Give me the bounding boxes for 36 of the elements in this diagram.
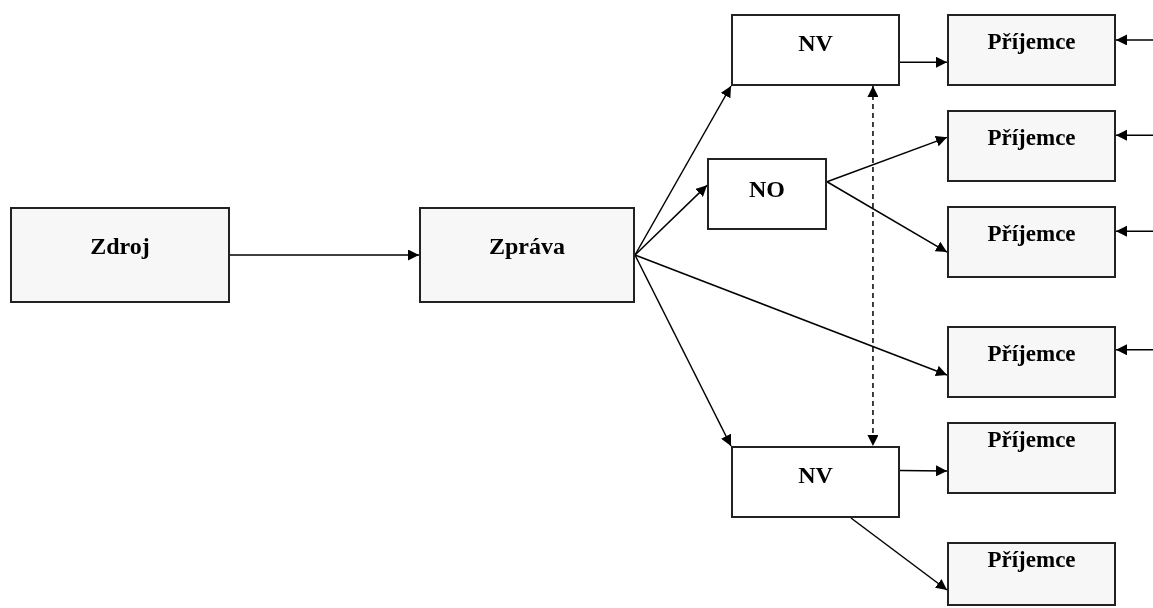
process-box bbox=[10, 207, 230, 303]
box-label: Příjemce bbox=[987, 340, 1076, 368]
arrow bbox=[634, 184, 708, 256]
arrow bbox=[826, 181, 948, 253]
box-label: NV bbox=[798, 29, 833, 58]
box-label: Zdroj bbox=[90, 232, 150, 261]
arrow bbox=[826, 136, 948, 183]
process-box bbox=[419, 207, 635, 303]
box-label: Příjemce bbox=[987, 426, 1076, 454]
box-label: NV bbox=[798, 461, 833, 490]
arrow bbox=[229, 249, 420, 261]
process-box bbox=[947, 110, 1116, 182]
box-label: NO bbox=[749, 175, 785, 204]
process-box bbox=[947, 542, 1116, 606]
process-box bbox=[947, 326, 1116, 398]
arrow bbox=[1115, 34, 1153, 46]
arrow bbox=[1115, 129, 1153, 141]
process-box bbox=[731, 446, 900, 518]
process-box bbox=[947, 422, 1116, 494]
box-label: Příjemce bbox=[987, 546, 1076, 574]
box-label: Příjemce bbox=[987, 124, 1076, 152]
arrow bbox=[634, 254, 732, 447]
arrow bbox=[1115, 344, 1153, 356]
arrow bbox=[899, 465, 948, 477]
process-box bbox=[947, 206, 1116, 278]
arrow bbox=[899, 56, 948, 68]
arrow bbox=[850, 517, 948, 591]
box-label: Příjemce bbox=[987, 28, 1076, 56]
arrow bbox=[634, 254, 948, 377]
process-box bbox=[707, 158, 827, 230]
box-label: Zpráva bbox=[489, 232, 565, 261]
process-box bbox=[947, 14, 1116, 86]
process-box bbox=[731, 14, 900, 86]
dashed-arrow bbox=[867, 85, 879, 447]
arrow bbox=[1115, 225, 1153, 237]
box-label: Příjemce bbox=[987, 220, 1076, 248]
